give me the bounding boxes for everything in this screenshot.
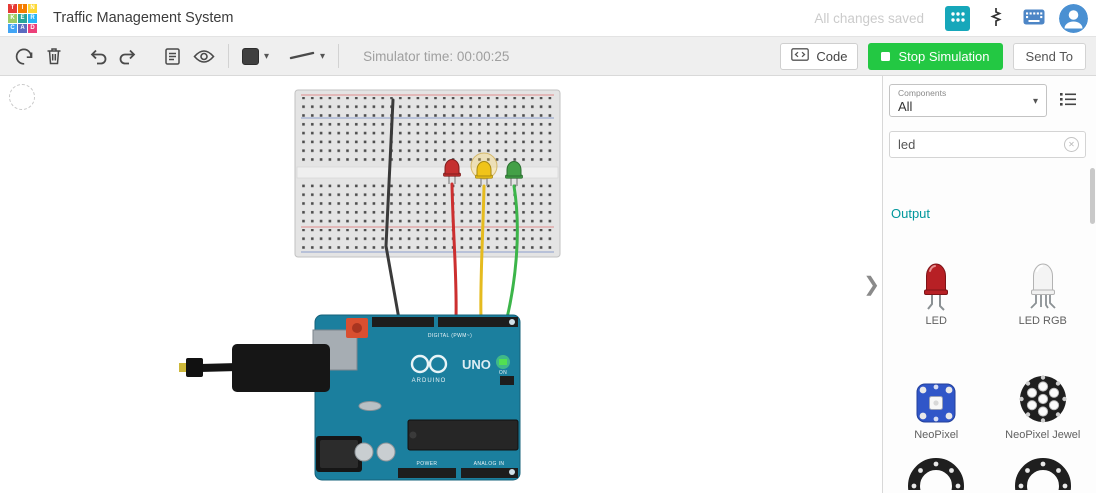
component-label: LED [925,315,947,327]
edit-toolbar: ▾ ▾ Simulator time: 00:00:25 Code [0,36,1096,76]
component-led[interactable]: LED [883,229,990,343]
stop-icon [881,51,891,61]
section-output: Output [891,206,931,221]
schematic-view-button[interactable] [983,6,1008,31]
send-to-button[interactable]: Send To [1012,42,1086,70]
digital-label: DIGITAL (PWM~) [428,333,472,339]
zoom-to-fit-button[interactable] [9,84,35,110]
color-picker-dropdown[interactable]: ▾ [239,42,272,70]
color-swatch [242,47,259,65]
code-icon [791,48,810,64]
component-neopixel-jewel[interactable]: NeoPixel Jewel [990,343,1096,457]
capacitor [354,442,374,462]
wire-yellow[interactable] [479,184,486,320]
code-button[interactable]: Code [780,42,859,70]
components-panel: Components All ▾ ✕ Output [882,76,1096,493]
power-led [499,359,507,365]
stop-simulation-button[interactable]: Stop Simulation [868,42,1003,70]
panel-collapse-chevron[interactable]: ❯ [863,274,880,296]
search-box: ✕ [889,131,1086,158]
circuit-canvas[interactable]: DIGITAL (PWM~) UNO ARDUINO ON [0,76,882,493]
led-green[interactable] [505,161,523,187]
arduino-brand-label: ARDUINO [412,378,447,384]
wire-red[interactable] [450,182,458,320]
toolbar-divider [228,44,229,68]
component-neopixel[interactable]: NeoPixel [883,343,990,457]
breadboard-view-icon [950,10,966,27]
caret-down-icon: ▾ [1032,96,1038,107]
avatar[interactable] [1059,3,1088,33]
component-neopixel-ring[interactable] [990,457,1096,490]
analog-label: ANALOG IN [474,461,505,467]
component-led-rgb[interactable]: LED RGB [990,229,1096,343]
redo-button[interactable] [114,42,142,70]
keyboard-icon [1023,9,1045,28]
led-yellow[interactable] [470,152,498,186]
component-list-button[interactable] [1021,6,1046,31]
components-filter-value: All [898,99,913,114]
led-icon [914,229,958,311]
on-label: ON [499,370,507,376]
neopixel-icon [914,343,958,425]
top-bar: T I N K E R C A D Traffic Management Sys… [0,0,1096,36]
led-red[interactable] [443,159,461,185]
wire-green[interactable] [505,184,519,320]
power-label: POWER [417,461,438,467]
atmega-chip [407,419,519,451]
notes-button[interactable] [158,42,186,70]
list-view-toggle[interactable] [1055,88,1081,114]
undo-button[interactable] [84,42,112,70]
visibility-toggle-button[interactable] [190,42,218,70]
power-header[interactable] [398,468,456,478]
arduino-uno[interactable]: DIGITAL (PWM~) UNO ARDUINO ON [312,314,521,481]
rotate-button[interactable] [10,42,38,70]
component-label: NeoPixel [914,429,959,441]
component-neopixel-ring[interactable] [883,457,990,490]
toolbar-divider [338,44,340,68]
code-label: Code [816,48,848,64]
tinkercad-logo[interactable]: T I N K E R C A D [8,3,37,33]
crystal [358,401,382,411]
component-label: NeoPixel Jewel [1005,429,1081,441]
design-title[interactable]: Traffic Management System [53,10,234,26]
capacitor [376,442,396,462]
caret-down-icon: ▾ [320,50,326,62]
uno-label: UNO [462,357,491,372]
led-rgb-icon [1019,229,1067,311]
list-view-icon [1059,92,1077,110]
analog-header[interactable] [461,468,518,478]
wire-black[interactable] [384,98,401,321]
breadboard[interactable] [294,89,561,258]
usb-cable-tip [179,363,188,372]
digital-header-right[interactable] [438,317,518,327]
save-status: All changes saved [814,10,924,26]
wire-style-dropdown[interactable]: ▾ [286,42,328,70]
usb-connector [232,344,330,392]
search-input[interactable] [889,131,1086,158]
digital-header-left[interactable] [372,317,434,327]
neopixel-jewel-icon [1017,343,1069,425]
send-to-label: Send To [1025,48,1073,64]
schematic-view-icon [987,7,1005,30]
components-filter-label: Components [898,88,947,98]
component-label: LED RGB [1018,315,1067,327]
simulator-time: Simulator time: 00:00:25 [363,48,510,64]
usb-cable[interactable] [179,344,330,392]
wire-style-icon [289,49,315,64]
panel-scrollbar[interactable] [1090,168,1095,224]
stop-label: Stop Simulation [898,48,990,64]
caret-down-icon: ▾ [264,50,270,62]
delete-button[interactable] [40,42,68,70]
clear-search-icon[interactable]: ✕ [1064,137,1079,152]
components-filter-select[interactable]: Components All ▾ [889,84,1047,117]
breadboard-view-button[interactable] [945,5,970,31]
icsp-header [500,376,514,385]
